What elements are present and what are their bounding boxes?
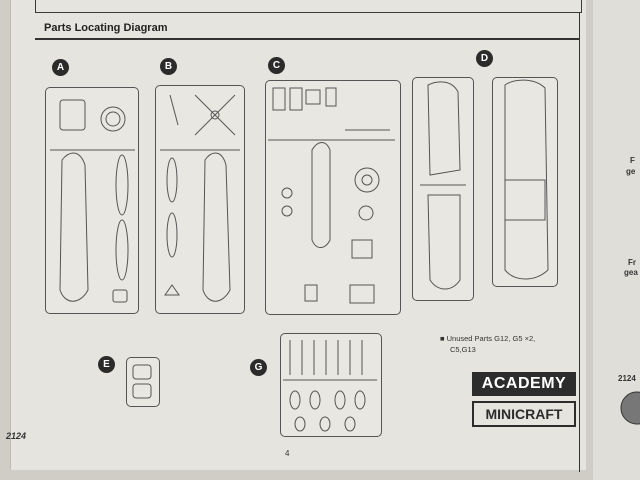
section-title: Parts Locating Diagram	[44, 22, 168, 34]
sprue-d-badge: D	[476, 50, 493, 67]
section-divider	[35, 38, 580, 40]
unused-parts-line-2: C5,G13	[450, 345, 476, 354]
right-page-text-4: gea	[624, 268, 638, 277]
page-border	[579, 12, 580, 472]
sprue-g-badge: G	[250, 359, 267, 376]
unused-parts-line-1: ■ Unused Parts G12, G5 ×2,	[440, 334, 536, 343]
sprue-b-badge: B	[160, 58, 177, 75]
brand-line-2: MINICRAFT	[472, 401, 576, 427]
previous-section-frame	[35, 0, 582, 13]
sprue-g-frame	[280, 333, 382, 437]
right-page-code: 2124	[618, 374, 636, 383]
page-number: 4	[285, 449, 290, 458]
sprue-a-badge: A	[52, 59, 69, 76]
brand-line-1: ACADEMY	[472, 372, 576, 396]
sprue-d1-frame	[412, 77, 474, 301]
right-page-text-3: Fr	[628, 258, 636, 267]
right-page-text-2: ge	[626, 167, 636, 176]
sprue-c-badge: C	[268, 57, 285, 74]
sprue-e-badge: E	[98, 356, 115, 373]
right-page-text-1: F	[630, 156, 635, 165]
brand-logo: ACADEMY MINICRAFT	[472, 372, 576, 427]
unused-parts-note: ■ Unused Parts G12, G5 ×2, C5,G13	[440, 333, 580, 355]
kit-code: 2124	[6, 431, 27, 441]
